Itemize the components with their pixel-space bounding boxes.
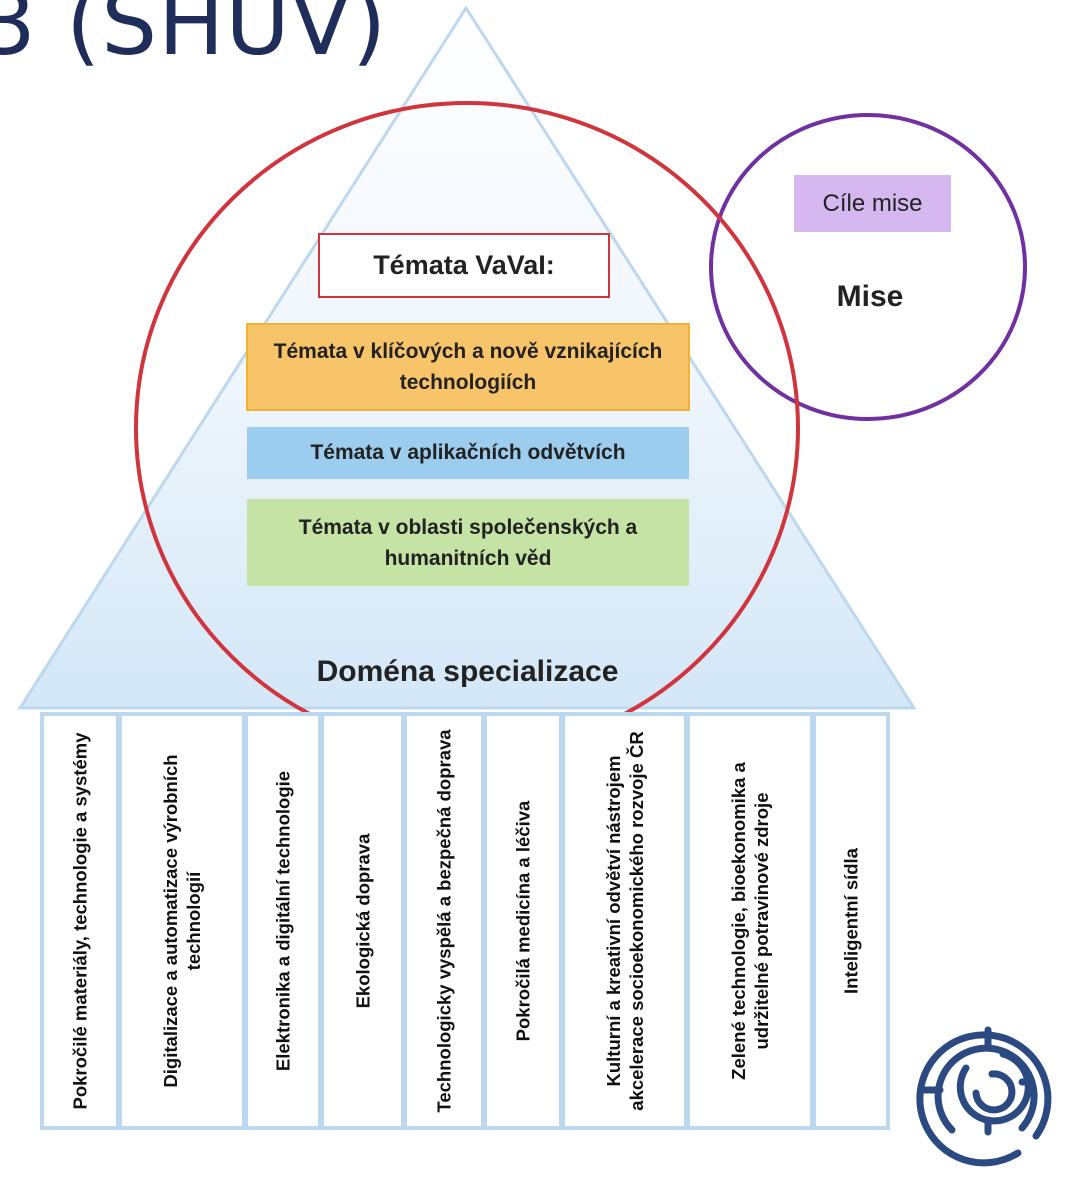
domain-column: Digitalizace a automatizace výrobních te… bbox=[118, 712, 246, 1130]
domain-label: Pokročilé materiály, technologie a systé… bbox=[69, 732, 91, 1110]
mission-goals-box: Cíle mise bbox=[794, 175, 951, 232]
mission-circle bbox=[709, 113, 1027, 421]
topic-key-technologies: Témata v klíčových a nově vznikajících t… bbox=[246, 323, 690, 411]
domain-column: Zelené technologie, bioekonomika a udrži… bbox=[686, 712, 814, 1130]
domain-label: Technologicky vyspělá a bezpečná doprava bbox=[433, 729, 455, 1113]
domain-column: Pokročilé materiály, technologie a systé… bbox=[40, 712, 120, 1130]
specialization-domain-label: Doména specializace bbox=[316, 655, 619, 688]
topic-application-sectors: Témata v aplikačních odvětvích bbox=[247, 427, 689, 479]
domain-label: Zelené technologie, bioekonomika a udrži… bbox=[728, 762, 772, 1080]
mission-label: Mise bbox=[836, 280, 904, 313]
domain-label: Elektronika a digitální technologie bbox=[272, 770, 294, 1072]
rd-topics-title: Témata VaVaI: bbox=[318, 233, 610, 298]
domain-label: Pokročilá medicína a léčiva bbox=[512, 800, 534, 1042]
domain-label: Ekologická doprava bbox=[352, 833, 373, 1009]
domain-label: Kulturní a kreativní odvětví nástrojem a… bbox=[602, 731, 647, 1111]
domain-column: Technologicky vyspělá a bezpečná doprava bbox=[403, 712, 485, 1130]
domain-column: Elektronika a digitální technologie bbox=[244, 712, 322, 1130]
page-heading: 3 (SHUV) bbox=[0, 0, 388, 75]
domain-label: Digitalizace a automatizace výrobních te… bbox=[160, 754, 204, 1088]
topic-social-sciences: Témata v oblasti společenských a humanit… bbox=[247, 499, 689, 586]
labyrinth-logo-icon bbox=[916, 1026, 1052, 1167]
domain-column: Inteligentní sídla bbox=[812, 712, 890, 1130]
domain-column: Kulturní a kreativní odvětví nástrojem a… bbox=[561, 712, 688, 1130]
domain-column: Ekologická doprava bbox=[320, 712, 405, 1130]
domain-label: Inteligentní sídla bbox=[840, 848, 862, 994]
domain-column: Pokročilá medicína a léčiva bbox=[483, 712, 563, 1130]
